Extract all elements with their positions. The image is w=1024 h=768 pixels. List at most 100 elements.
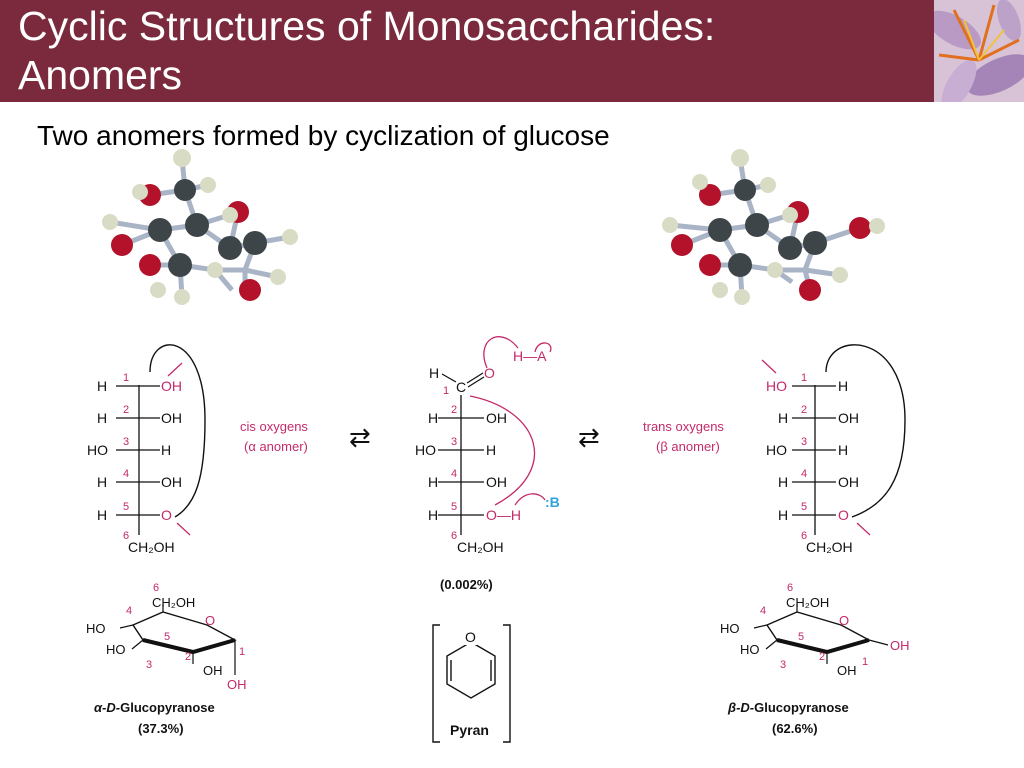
beta-ring-ch2oh: CH₂OH: [786, 595, 829, 610]
alpha-cis-label: cis oxygens: [240, 419, 308, 434]
alpha-haworth-ring: 6 CH₂OH 4 O HO 5 HO 3 2 1 OH OH α-D-Gluc…: [86, 582, 247, 736]
beta-ho-arrow: [761, 359, 777, 374]
aldehyde-h: H: [429, 365, 439, 381]
open-chain-percent: (0.002%): [440, 577, 493, 592]
beta-ring-closure-arc: [825, 344, 906, 518]
beta-anomer-label: (β anomer): [656, 439, 720, 454]
beta-ch2oh: CH₂OH: [806, 539, 853, 555]
beta-row2-left: H: [778, 410, 788, 426]
beta-o-arrow: [856, 522, 871, 536]
beta-haworth-ring: 6 CH₂OH 4 O HO 5 HO 3 2 1 OH OH β-D-Gluc…: [720, 582, 910, 736]
beta-row5-num: 5: [801, 501, 807, 513]
alpha-ring-ho3: HO: [106, 642, 126, 657]
beta-ring-name: β-D-Glucopyranose: [727, 700, 849, 715]
alpha-fischer-projection: H OH 1 H OH 2 HO H 3 H OH 4 H O 5 6 CH₂O…: [87, 344, 308, 555]
beta-ring-ho4: HO: [720, 621, 740, 636]
alpha-row2-left: H: [97, 410, 107, 426]
beta-row4-right: OH: [838, 474, 859, 490]
alpha-ring-name: α-D-Glucopyranose: [94, 700, 215, 715]
slide-subtitle: Two anomers formed by cyclization of glu…: [37, 120, 610, 151]
pyran-structure: O Pyran: [432, 624, 511, 743]
mid-row2-right: OH: [486, 410, 507, 426]
beta-row4-left: H: [778, 474, 788, 490]
beta-row5-right: O: [838, 507, 849, 523]
alpha-row1-num: 1: [123, 372, 129, 384]
saffron-flower-image: [934, 0, 1024, 102]
alpha-ring-percent: (37.3%): [138, 721, 184, 736]
beta-row1-num: 1: [801, 372, 807, 384]
mid-row4-right: OH: [486, 474, 507, 490]
mid-row3-right: H: [486, 442, 496, 458]
beta-row2-right: OH: [838, 410, 859, 426]
aldehyde-o: O: [484, 365, 495, 381]
alpha-ball-stick-model: [102, 149, 298, 305]
deprotonation-arrow: [514, 493, 546, 506]
alpha-c6-num: 6: [123, 530, 129, 542]
beta-row1-left: HO: [766, 378, 787, 394]
mid-row5-right: O—H: [486, 507, 521, 523]
alpha-row5-left: H: [97, 507, 107, 523]
alpha-ring-c2: 2: [185, 651, 191, 663]
alpha-o-arrow: [176, 522, 191, 536]
alpha-oh-arrow: [167, 362, 183, 377]
mid-row3-left: HO: [415, 442, 436, 458]
alpha-row5-right: O: [161, 507, 172, 523]
equilibrium-arrow-right: ⇄: [578, 422, 600, 452]
alpha-row4-left: H: [97, 474, 107, 490]
alpha-row2-num: 2: [123, 404, 129, 416]
beta-ring-c2: 2: [819, 651, 825, 663]
mid-row4-left: H: [428, 474, 438, 490]
beta-row3-left: HO: [766, 442, 787, 458]
beta-ring-oh2: OH: [837, 663, 857, 678]
beta-trans-label: trans oxygens: [643, 419, 724, 434]
alpha-ring-o: O: [205, 613, 215, 628]
equilibrium-arrow-left: ⇄: [349, 422, 371, 452]
alpha-ring-oh1: OH: [227, 677, 247, 692]
title-line-2: Anomers: [18, 52, 183, 98]
beta-row3-num: 3: [801, 436, 807, 448]
alpha-row4-right: OH: [161, 474, 182, 490]
alpha-ring-c1: 1: [239, 646, 245, 658]
acid-ha: H—A: [513, 348, 547, 364]
slide-header: Cyclic Structures of Monosaccharides: An…: [0, 0, 1024, 102]
beta-ring-ho3: HO: [740, 642, 760, 657]
beta-ring-oh1: OH: [890, 638, 910, 653]
proton-transfer-arrow: [483, 336, 519, 369]
beta-fischer-projection: HO H 1 H OH 2 HO H 3 H OH 4 H O 5 6 CH₂O…: [643, 344, 906, 555]
alpha-anomer-label: (α anomer): [244, 439, 308, 454]
alpha-row3-left: HO: [87, 442, 108, 458]
beta-row5-left: H: [778, 507, 788, 523]
beta-ball-stick-model: [662, 149, 885, 305]
beta-row1-right: H: [838, 378, 848, 394]
alpha-ring-c5: 5: [164, 631, 170, 643]
alpha-ring-c4: 4: [126, 605, 132, 617]
alpha-row3-num: 3: [123, 436, 129, 448]
alpha-ring-ch2oh: CH₂OH: [152, 595, 195, 610]
alpha-row5-num: 5: [123, 501, 129, 513]
open-chain-glucose: H C O 1 H—A H OH 2 HO H 3 H OH 4 H O—H 5…: [415, 336, 560, 592]
alpha-row1-right: OH: [161, 378, 182, 394]
alpha-row3-right: H: [161, 442, 171, 458]
mid-row5-num: 5: [451, 501, 457, 513]
beta-row4-num: 4: [801, 468, 807, 480]
pyran-o: O: [465, 629, 476, 645]
mid-ch2oh: CH₂OH: [457, 539, 504, 555]
mid-row4-num: 4: [451, 468, 457, 480]
beta-ring-c4: 4: [760, 605, 766, 617]
mid-row2-num: 2: [451, 404, 457, 416]
c1-num: 1: [443, 385, 449, 397]
beta-row2-num: 2: [801, 404, 807, 416]
alpha-ring-closure-arc: [149, 344, 206, 518]
alpha-ch2oh: CH₂OH: [128, 539, 175, 555]
pyran-name: Pyran: [450, 722, 489, 738]
mid-row2-left: H: [428, 410, 438, 426]
base-b: :B: [545, 494, 560, 510]
alpha-ring-ho4: HO: [86, 621, 106, 636]
alpha-row1-left: H: [97, 378, 107, 394]
mid-row5-left: H: [428, 507, 438, 523]
beta-c6-num: 6: [801, 530, 807, 542]
beta-ring-c6: 6: [787, 582, 793, 594]
beta-ring-o: O: [839, 613, 849, 628]
nucleophilic-attack-arrow: [469, 395, 536, 506]
